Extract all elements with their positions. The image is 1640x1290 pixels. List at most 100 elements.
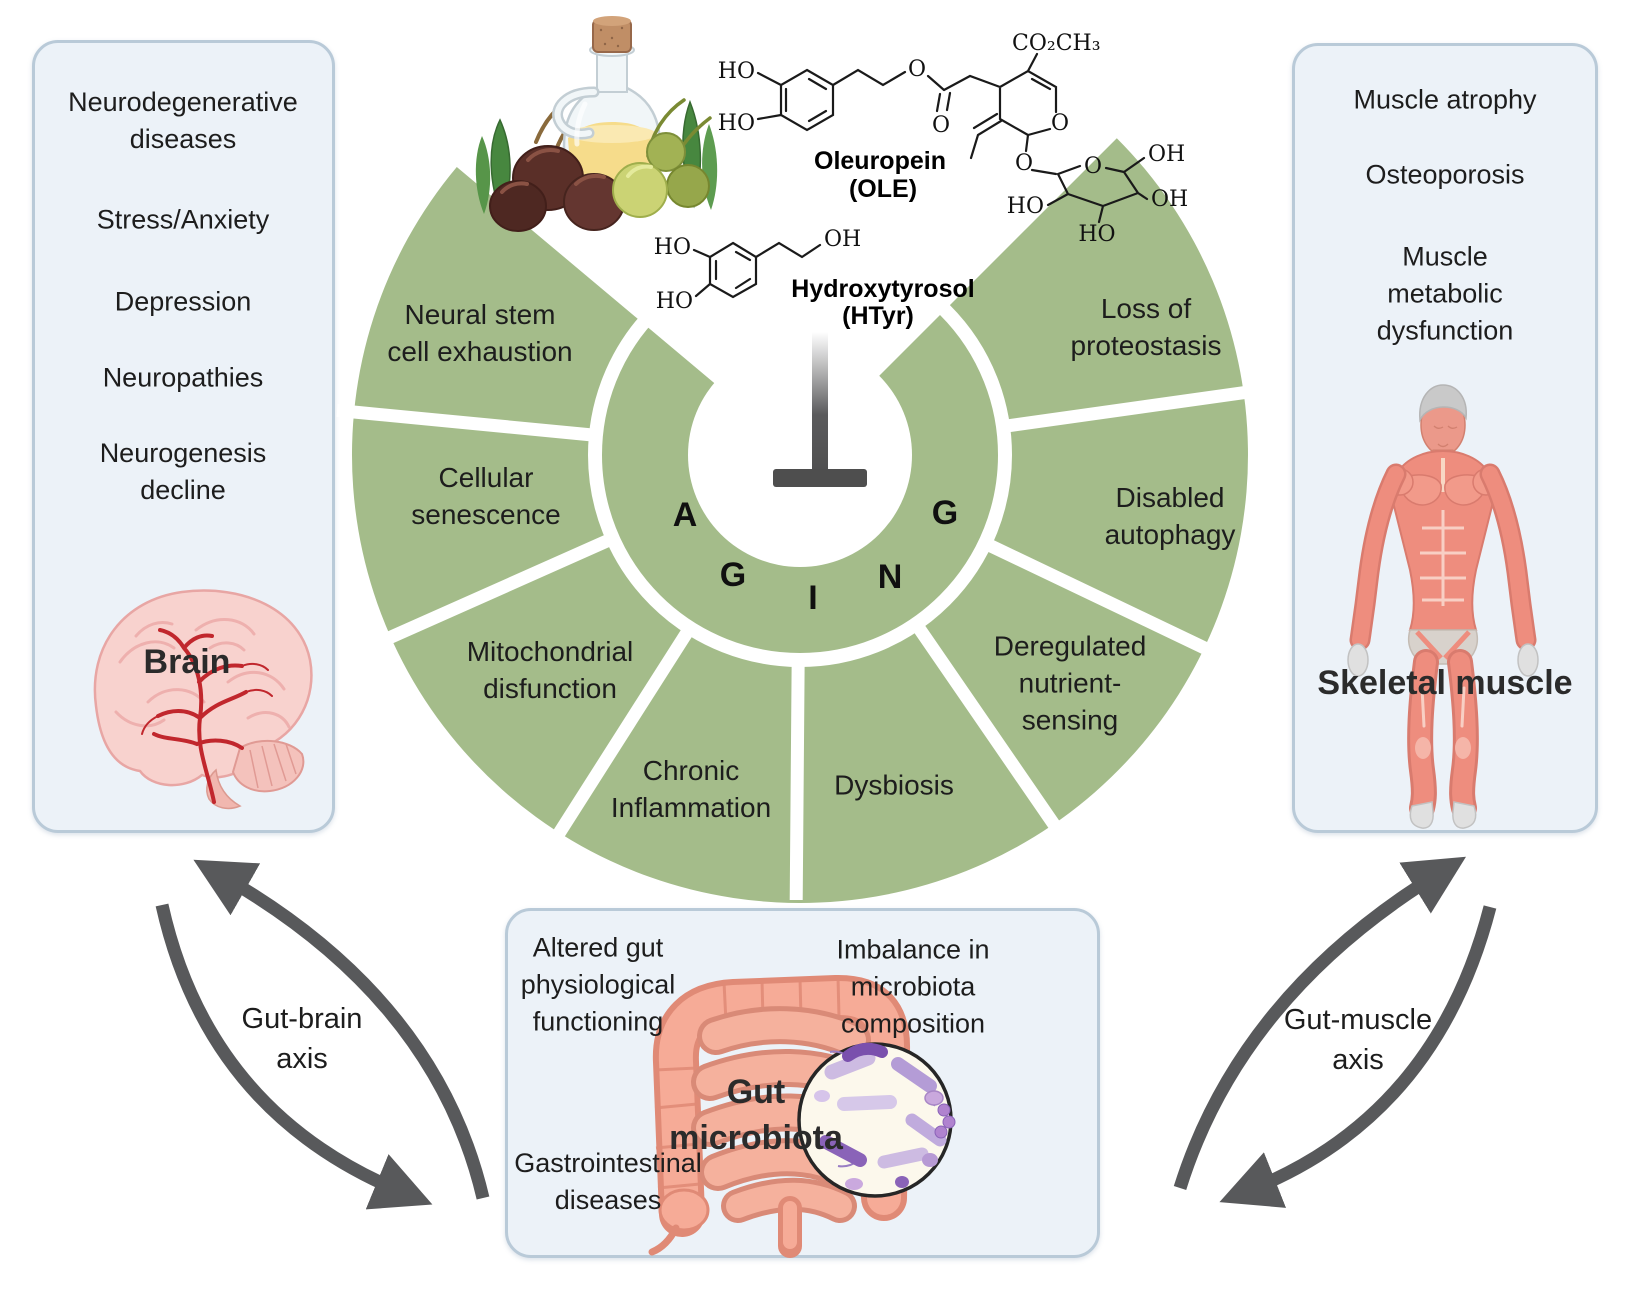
- brain-artery-twigs: [141, 662, 273, 735]
- segment-label-mitochondrial: Mitochondrial disfunction: [466, 636, 634, 704]
- muscle-figure-illustration: [1347, 384, 1539, 829]
- gut-muscle-axis-label: Gut-muscle axis: [1283, 1004, 1433, 1076]
- brain-panel-item: Depression: [114, 286, 252, 317]
- arrow-gut-to-muscle-icon: [1173, 856, 1466, 1190]
- inhibition-stem: [812, 332, 828, 482]
- bacteria-rod: [819, 1135, 867, 1167]
- black-olive-highlights: [500, 148, 606, 194]
- brain-panel-item: Neurogenesis decline: [99, 438, 267, 505]
- bacteria-coccus: [845, 1178, 863, 1190]
- wheel-segment-dividers: [336, 383, 1262, 901]
- bacteria-cluster: [934, 1125, 948, 1139]
- green-olive-highlight: [626, 164, 653, 178]
- glass-highlight: [574, 101, 588, 147]
- aging-letter-a: A: [672, 496, 698, 534]
- segment-label-deregulated-nutrient: Deregulated nutrient- sensing: [993, 630, 1147, 736]
- hydroxytyrosol-name: Hydroxytyrosol: [791, 275, 975, 303]
- bacteria-cluster: [937, 1103, 951, 1117]
- cork-speckles: [599, 26, 624, 48]
- aging-wheel: [336, 138, 1262, 903]
- ole-atom-ho4: HO: [1007, 194, 1044, 219]
- gut-brain-arrows: [155, 859, 490, 1210]
- ole-atom-o-ring: O: [1051, 111, 1069, 136]
- bacteria-coccus: [924, 1090, 944, 1106]
- wheel-hub: [688, 343, 912, 567]
- figure-hair: [1419, 384, 1467, 423]
- inhibition-icon: [773, 332, 867, 487]
- aging-letter-g2: G: [931, 494, 959, 532]
- bacteria-coccus: [814, 1090, 830, 1102]
- figure-abs-lines: [1420, 510, 1466, 606]
- arrow-brain-to-gut-icon: [155, 903, 433, 1210]
- bacteria-coccus: [922, 1153, 938, 1167]
- bacteria-rod: [837, 1095, 897, 1111]
- aging-letter-n: N: [877, 558, 903, 596]
- segment-label-disabled-autophagy: Disabled autophagy: [1104, 482, 1236, 550]
- gut-brain-axis-label: Gut-brain axis: [241, 1003, 363, 1075]
- figure-arm-left-fill: [1352, 466, 1404, 648]
- cerebellum-stripes: [249, 743, 297, 789]
- oleuropein-name: Oleuropein: [814, 147, 946, 175]
- bacteria-rod: [891, 1057, 937, 1093]
- bacteria-rod: [905, 1113, 947, 1147]
- gut-panel-gastro-diseases: Gastrointestinal diseases: [514, 1148, 702, 1215]
- hydroxytyrosol-abbr: (HTyr): [842, 302, 914, 330]
- gut-muscle-arrows: [1173, 856, 1497, 1208]
- appendix: [648, 1224, 680, 1256]
- ole-bonds: [756, 52, 1149, 224]
- microbiota-circle: [797, 1042, 956, 1198]
- ole-atom-ho2: HO: [718, 111, 755, 136]
- gut-caption: Gut microbiota: [669, 1073, 843, 1157]
- muscle-caption: Skeletal muscle: [1317, 664, 1573, 702]
- brain-panel-item: Stress/Anxiety: [96, 204, 270, 235]
- segment-label-loss-proteostasis: Loss of proteostasis: [1070, 293, 1222, 361]
- brain-body: [93, 589, 313, 787]
- oleuropein-structure: HO HO O O CO₂CH₃ O O O OH OH HO HO: [718, 31, 1188, 247]
- figure-hand: [1517, 643, 1539, 677]
- segment-label-cellular-senescence: Cellular senescence: [411, 462, 561, 530]
- bacteria-rod: [824, 1050, 876, 1080]
- colon-haustra: [654, 976, 841, 1190]
- ole-atom-ho3: HO: [1078, 222, 1115, 247]
- ole-atom-oh1: OH: [1148, 142, 1185, 167]
- htyr-atom-ho2: HO: [656, 289, 693, 314]
- ole-atom-o-sugar: O: [1084, 154, 1102, 179]
- olive-leaf-icon: [475, 136, 491, 214]
- segment-label-neural-stem: Neural stem cell exhaustion: [387, 299, 573, 367]
- figure-thigh-lines: [1420, 686, 1466, 728]
- cecum: [658, 1188, 710, 1232]
- muscle-panel-item: Muscle atrophy: [1353, 84, 1537, 115]
- figure-face-lines: [1433, 425, 1458, 448]
- olive-oil-illustration: [475, 16, 718, 232]
- htyr-atom-oh: OH: [824, 227, 861, 252]
- oleuropein-abbr: (OLE): [848, 175, 918, 203]
- gut-panel-altered-functioning: Altered gut physiological functioning: [520, 932, 676, 1037]
- ole-atom-ho1: HO: [718, 59, 755, 84]
- ole-atom-o-carbonyl: O: [932, 113, 950, 138]
- ole-atom-o-glycosidic: O: [1015, 151, 1033, 176]
- black-olive: [489, 180, 547, 232]
- htyr-atom-ho1: HO: [654, 235, 691, 260]
- aging-letter-i: I: [808, 579, 818, 617]
- gut-panel-imbalance: Imbalance in microbiota composition: [836, 934, 990, 1039]
- figure-arm-right-fill: [1482, 466, 1534, 648]
- brain-gyri: [114, 617, 291, 729]
- figure-foot: [1452, 801, 1477, 829]
- segment-label-chronic-inflammation: Chronic Inflammation: [610, 755, 772, 823]
- arrow-gut-to-brain-icon: [193, 859, 490, 1200]
- figure-hand: [1347, 643, 1369, 677]
- cork-top: [593, 16, 631, 26]
- htyr-bonds: [692, 241, 822, 298]
- brain-panel-item: Neuropathies: [102, 362, 264, 393]
- figure-knee: [1415, 737, 1431, 759]
- ole-atom-o-ester: O: [908, 57, 926, 82]
- arrow-muscle-to-gut-icon: [1219, 905, 1497, 1208]
- segment-label-dysbiosis: Dysbiosis: [834, 769, 954, 801]
- muscle-panel-item: Muscle metabolic dysfunction: [1376, 241, 1514, 346]
- bacteria-coccus: [895, 1176, 909, 1188]
- colon-fill: [658, 981, 905, 1231]
- bacteria-rod: [877, 1147, 929, 1169]
